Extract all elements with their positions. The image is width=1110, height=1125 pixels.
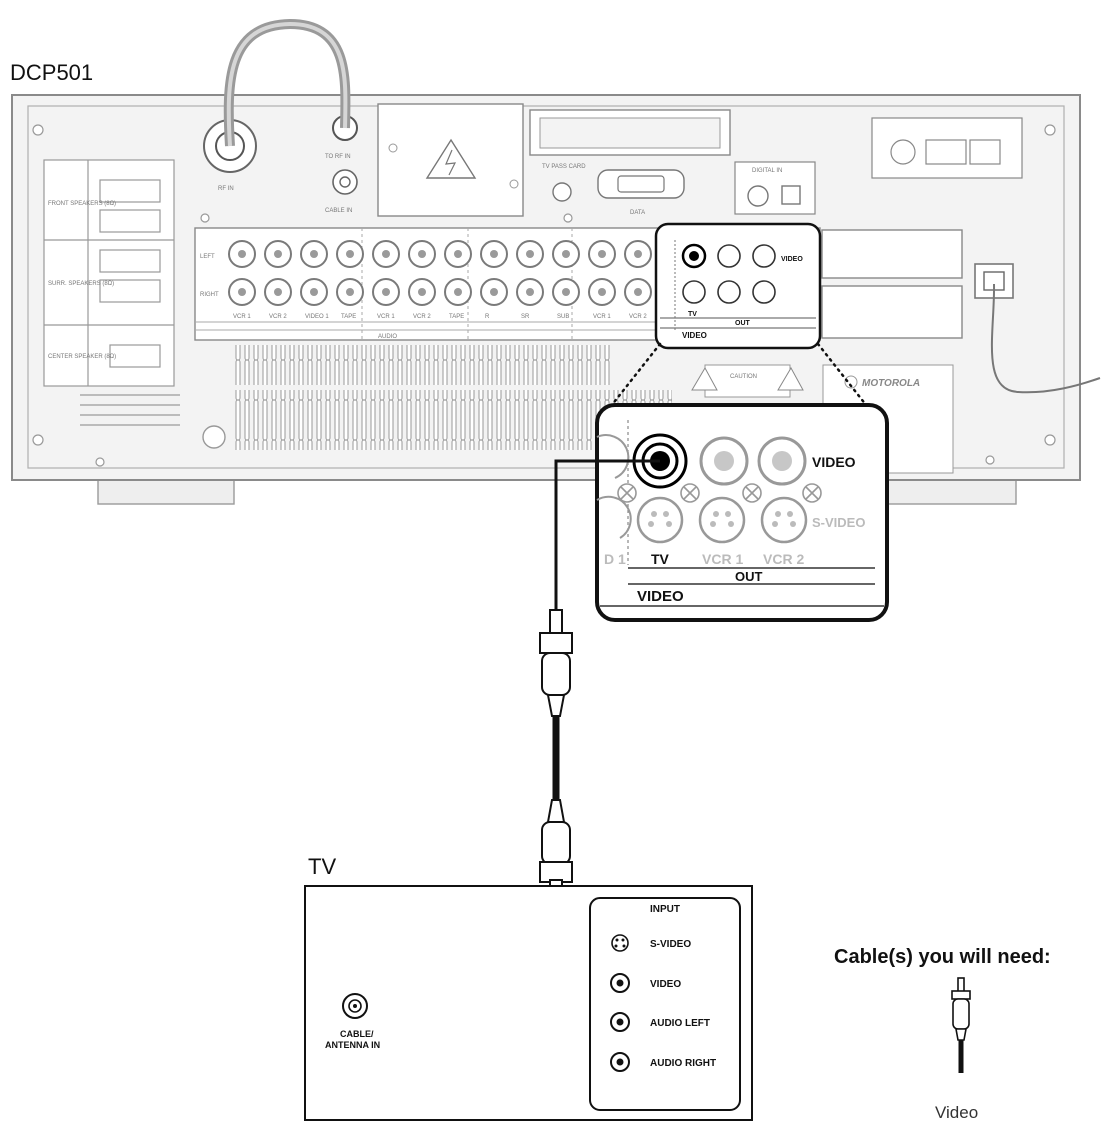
receiver-rca-jack-pin <box>454 288 462 296</box>
svg-text:TV PASS CARD: TV PASS CARD <box>542 164 586 170</box>
vent-slots-lower <box>235 345 613 385</box>
front-speakers-label: FRONT SPEAKERS (8Ω) <box>48 201 116 207</box>
receiver-rca-jack-pin <box>274 288 282 296</box>
svg-text:DATA: DATA <box>630 210 645 216</box>
receiver-jack-column-label: VIDEO 1 <box>305 314 329 320</box>
large-callout-svideo: S-VIDEO <box>812 515 865 530</box>
receiver-jack-column-label: VCR 1 <box>593 314 611 320</box>
tv-antenna-label-1: CABLE/ <box>340 1029 374 1039</box>
receiver-jack-column-label: SUB <box>557 314 569 320</box>
tv-audio-left-jack <box>610 1012 630 1032</box>
receiver-rca-jack-pin <box>634 288 642 296</box>
receiver-rca-jack-pin <box>382 288 390 296</box>
receiver-jack-column-label: TAPE <box>449 314 464 320</box>
fm-am-antenna <box>871 117 1023 179</box>
tv-svideo-jack <box>611 934 629 952</box>
receiver-jack-column-label: TAPE <box>341 314 356 320</box>
tv-input-title: INPUT <box>650 904 680 915</box>
speaker-terminals <box>43 159 175 387</box>
tv-audio-right-jack <box>610 1052 630 1072</box>
data-port <box>597 169 685 199</box>
svg-text:DIGITAL IN: DIGITAL IN <box>752 168 782 174</box>
tv-input-audio-right: AUDIO RIGHT <box>650 1058 716 1069</box>
zoom-line-right <box>816 342 872 412</box>
small-callout-video: VIDEO <box>781 256 803 263</box>
receiver-rca-jack-pin <box>238 288 246 296</box>
tv-label: TV <box>308 854 336 879</box>
tv-input-video: VIDEO <box>650 979 681 990</box>
receiver-rca-jack-pin <box>274 250 282 258</box>
tv-video-jack <box>610 973 630 993</box>
receiver-rca-jack-pin <box>526 288 534 296</box>
receiver-rca-jack-pin <box>634 250 642 258</box>
tv-input-audio-left: AUDIO LEFT <box>650 1018 710 1029</box>
small-callout-box <box>654 222 822 350</box>
receiver-rca-jack-pin <box>562 288 570 296</box>
digital-in <box>734 161 816 215</box>
receiver-jack-column-label: SR <box>521 314 530 320</box>
receiver-jack-column-label: R <box>485 314 490 320</box>
large-callout-section: VIDEO <box>637 588 684 605</box>
receiver-model-label: DCP501 <box>10 60 93 85</box>
receiver-rca-jack-pin <box>598 250 606 258</box>
cable-name-label: Video <box>935 1103 978 1122</box>
receiver-jack-column-label: VCR 1 <box>233 314 251 320</box>
svg-text:RF IN: RF IN <box>218 186 234 192</box>
tv-antenna-label-2: ANTENNA IN <box>325 1040 380 1050</box>
receiver-rca-jack-pin <box>238 250 246 258</box>
receiver-jack-column-label: VCR 1 <box>377 314 395 320</box>
receiver-rca-jack-pin <box>382 250 390 258</box>
hazard-plate <box>377 103 524 217</box>
svg-text:LEFT: LEFT <box>200 254 215 260</box>
receiver-rca-jack-pin <box>346 288 354 296</box>
tv-input-svideo: S-VIDEO <box>650 939 691 950</box>
receiver-rca-jack-pin <box>598 288 606 296</box>
svg-text:CABLE IN: CABLE IN <box>325 208 352 214</box>
receiver-back-panel: FRONT SPEAKERS (8Ω) SURR. SPEAKERS (8Ω) … <box>11 94 1101 505</box>
video-cable-icon <box>951 977 971 1073</box>
receiver-rca-jack-pin <box>310 288 318 296</box>
receiver-rca-jack-pin <box>562 250 570 258</box>
surround-speakers-label: SURR. SPEAKERS (8Ω) <box>48 281 114 287</box>
receiver-rca-jack-pin <box>526 250 534 258</box>
cable-in-connector <box>332 169 358 195</box>
svg-text:CAUTION: CAUTION <box>730 374 757 380</box>
receiver-jack-column-label: VCR 2 <box>629 314 647 320</box>
receiver-rca-jack-pin <box>418 250 426 258</box>
receiver-rca-jack-pin <box>454 250 462 258</box>
receiver-jack-column-label: VCR 2 <box>269 314 287 320</box>
tv-input-panel <box>589 897 741 1111</box>
large-callout-vcr1: VCR 1 <box>702 551 743 567</box>
receiver-rca-jack-pin <box>418 288 426 296</box>
caution-plate <box>691 364 804 398</box>
large-callout-box <box>595 403 889 622</box>
large-callout-tv: TV <box>651 551 670 567</box>
tv-antenna-connector <box>342 993 368 1019</box>
large-callout-vcr2: VCR 2 <box>763 551 804 567</box>
small-callout-tv: TV <box>688 311 697 318</box>
receiver-rca-jack-pin <box>346 250 354 258</box>
brand-label: MOTOROLA <box>862 378 920 389</box>
svg-text:AUDIO: AUDIO <box>378 334 397 340</box>
receiver-jack-column-label: VCR 2 <box>413 314 431 320</box>
cables-needed-title: Cable(s) you will need: <box>834 946 1051 968</box>
small-callout-section: VIDEO <box>682 331 707 340</box>
large-callout-video: VIDEO <box>812 454 856 470</box>
large-callout-out: OUT <box>735 569 763 584</box>
large-callout-cut-label: D 1 <box>604 551 626 567</box>
receiver-rca-jack-pin <box>490 288 498 296</box>
small-callout-out: OUT <box>735 320 751 327</box>
receiver-rca-jack-pin <box>310 250 318 258</box>
receiver-rca-jack-pin <box>490 250 498 258</box>
svg-text:TO RF IN: TO RF IN <box>325 154 351 160</box>
svg-text:RIGHT: RIGHT <box>200 292 219 298</box>
center-speaker-label: CENTER SPEAKER (8Ω) <box>48 354 116 360</box>
